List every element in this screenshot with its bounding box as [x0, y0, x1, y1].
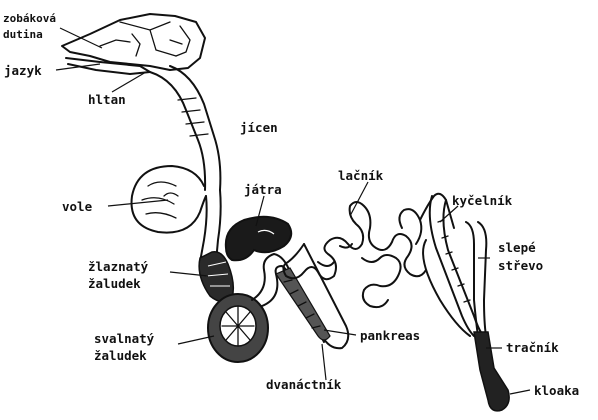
label-gizzard-1: svalnatý — [94, 331, 155, 346]
label-jejunum: lačník — [338, 168, 384, 183]
proventriculus-organ — [199, 252, 233, 302]
label-cecum-2: střevo — [498, 258, 543, 273]
label-oral-cavity-2: dutina — [3, 28, 43, 41]
rectum-cloaca — [474, 332, 509, 411]
jejunum-coils — [283, 194, 454, 307]
label-crop: vole — [62, 199, 93, 214]
label-cecum-1: slepé — [498, 240, 536, 255]
label-proventriculus-1: žlaznatý — [88, 259, 149, 274]
label-duodenum: dvanáctník — [266, 377, 342, 392]
label-ileum: kyčelník — [452, 193, 513, 208]
head-outline — [62, 14, 205, 70]
label-liver: játra — [244, 182, 282, 197]
label-pharynx: hltan — [88, 92, 126, 107]
label-gizzard-2: žaludek — [94, 348, 147, 363]
label-proventriculus-2: žaludek — [88, 276, 141, 291]
label-pancreas: pankreas — [360, 328, 420, 343]
label-oral-cavity-1: zobáková — [3, 12, 56, 25]
esophagus-tube — [150, 66, 220, 190]
gizzard-organ — [208, 294, 268, 362]
crop-organ — [132, 166, 206, 233]
label-tongue: jazyk — [4, 63, 42, 78]
liver-organ — [226, 217, 291, 260]
label-cloaca: kloaka — [534, 383, 579, 398]
label-rectum: tračník — [506, 340, 559, 355]
label-esophagus: jícen — [240, 120, 278, 135]
